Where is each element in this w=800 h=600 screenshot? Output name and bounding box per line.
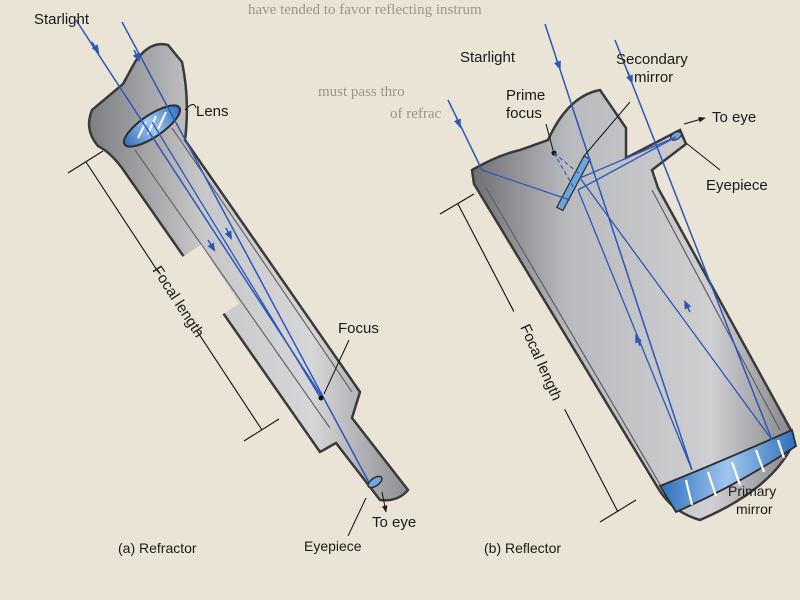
reflector-eyepiece-label: Eyepiece [706, 177, 768, 194]
refractor-to-eye-label: To eye [372, 514, 416, 531]
focus-leader [323, 339, 350, 395]
prime-focus-label-line1: Prime [506, 87, 545, 104]
refractor-inner-wall [134, 149, 331, 429]
ray-arrow [626, 71, 633, 85]
secondary-mirror-label-line1: Secondary [616, 51, 688, 68]
focal-length-tick [439, 193, 475, 215]
to-eye-arrow [381, 491, 388, 513]
refractor-eyepiece-label: Eyepiece [304, 538, 362, 554]
focal-length-tick [599, 499, 637, 523]
focus-label: Focus [338, 320, 379, 337]
reflector-inner-wall [485, 187, 669, 499]
prime-focus-ray [553, 152, 576, 191]
secondary-mirror-leader [583, 101, 631, 157]
primary-mirror-label-line2: mirror [736, 501, 773, 517]
light-ray [544, 23, 693, 471]
primary-mirror [658, 428, 798, 514]
reflector-starlight-label: Starlight [460, 49, 516, 66]
light-ray [577, 189, 693, 471]
light-ray [614, 39, 773, 441]
light-ray [579, 136, 677, 179]
focal-length-gap [130, 244, 240, 350]
light-ray [579, 177, 773, 441]
eyepiece-leader [347, 497, 367, 537]
ray-arrow [635, 333, 642, 347]
lens-leader [184, 104, 197, 111]
ray-arrow [91, 41, 100, 54]
background-text-line: have tended to favor reflecting instrum [248, 2, 482, 18]
light-ray [121, 21, 373, 489]
ray-arrow [207, 239, 216, 252]
reflector-tube [470, 88, 794, 522]
lens-label: Lens [196, 103, 229, 120]
light-ray [577, 136, 677, 191]
refractor-tube [87, 42, 410, 502]
secondary-mirror [555, 155, 591, 212]
ray-arrow [132, 49, 141, 63]
ray-arrow [683, 299, 692, 313]
ray-arrow [454, 115, 461, 129]
background-text-line: of refrac [390, 106, 442, 122]
to-eye-arrow [683, 117, 706, 125]
reflector-diagram: Starlight Prime focus Secondary mirror T… [439, 23, 798, 556]
objective-lens [122, 104, 182, 148]
light-ray [447, 99, 483, 171]
reflector-inner-wall [651, 189, 781, 431]
focal-length-tick [67, 150, 104, 174]
prime-focus-ray [553, 152, 583, 177]
eyepiece-leader [685, 142, 721, 171]
refractor-caption: (a) Refractor [118, 540, 197, 556]
focal-length-gap [490, 298, 590, 422]
ray-arrow [224, 227, 233, 241]
ray-arrow [554, 57, 561, 71]
refractor-diagram: Starlight Lens Focal length Focus To eye… [34, 11, 416, 556]
focal-length-tick [243, 418, 280, 442]
secondary-mirror-label-line2: mirror [634, 69, 673, 86]
reflector-caption: (b) Reflector [484, 540, 561, 556]
light-ray [151, 121, 321, 398]
prime-focus-label-line2: focus [506, 105, 542, 122]
primary-mirror-label-line1: Primary [728, 483, 776, 499]
focus-point [318, 395, 324, 401]
reflector-to-eye-label: To eye [712, 109, 756, 126]
background-text-line: must pass thro [318, 84, 405, 100]
prime-focus-leader [545, 123, 554, 151]
refractor-starlight-label: Starlight [34, 11, 90, 28]
eyepiece-lens [367, 475, 383, 489]
light-ray [481, 169, 571, 201]
